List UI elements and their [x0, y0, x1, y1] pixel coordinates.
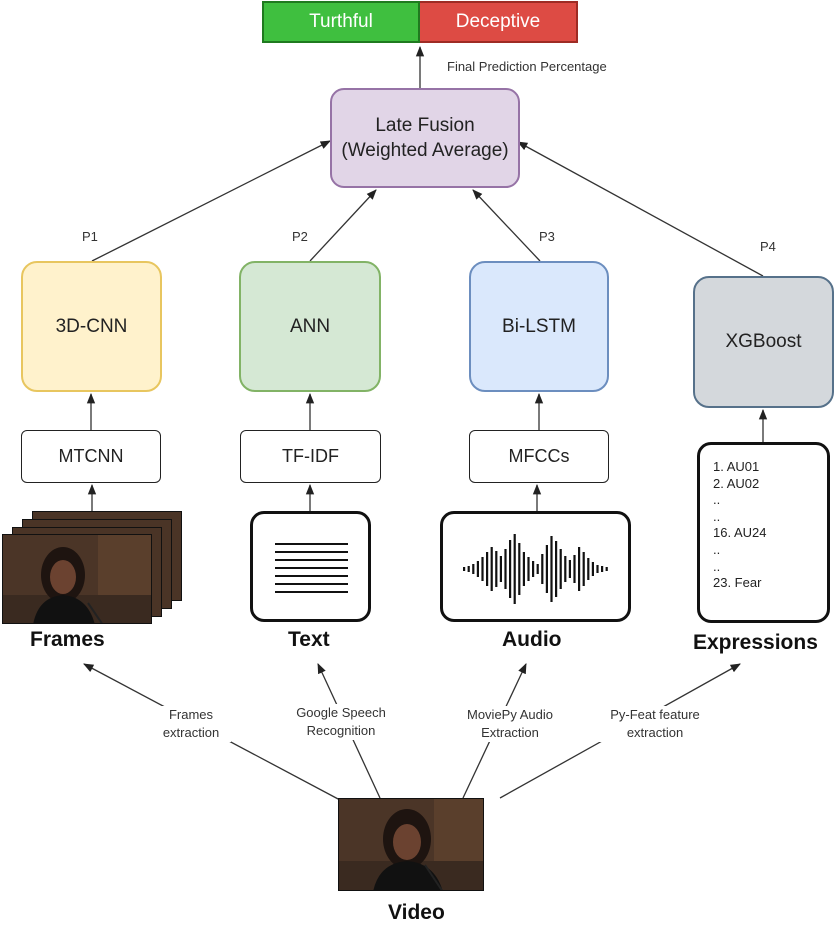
label-frames-extraction: Frames extraction [151, 706, 231, 742]
model-ann: ANN [239, 261, 381, 392]
text-document-box [250, 511, 371, 622]
feature-mfcc: MFCCs [469, 430, 609, 483]
waveform-bar [467, 566, 470, 572]
label-line: Frames [168, 707, 214, 722]
waveform-bar [522, 552, 525, 586]
waveform-bar [495, 551, 498, 587]
frames-stack [0, 509, 185, 625]
feature-tfidf: TF-IDF [240, 430, 381, 483]
waveform-bar [518, 543, 521, 595]
label-line: extraction [626, 725, 684, 740]
waveform-bar [486, 552, 489, 586]
label-audio-extraction: MoviePy Audio Extraction [455, 706, 565, 742]
audio-waveform-box [440, 511, 631, 622]
arrow-p1-to-fusion [91, 140, 331, 262]
expression-item: 1. AU01 [713, 459, 760, 474]
waveform-bar [582, 552, 585, 586]
label-line: Google Speech [296, 705, 386, 720]
waveform-bar [596, 565, 599, 573]
caption-expressions: Expressions [693, 631, 818, 654]
model-xgboost: XGBoost [693, 276, 834, 408]
waveform-bar [578, 547, 581, 591]
video-thumbnail [338, 798, 484, 891]
label-line: Py-Feat feature [610, 707, 700, 722]
prediction-label-p4: P4 [760, 239, 776, 254]
waveform-bar [472, 564, 475, 574]
label-pyfeat-extraction: Py-Feat feature extraction [596, 706, 714, 742]
waveform-bar [550, 536, 553, 602]
arrow-p4-to-fusion [517, 141, 764, 277]
caption-video: Video [388, 901, 445, 924]
waveform-bar [541, 554, 544, 584]
waveform-icon [463, 534, 608, 604]
waveform-bar [555, 541, 558, 597]
waveform-bar [591, 562, 594, 576]
expressions-list-box: 1. AU01 2. AU02 .. .. 16. AU24 .. .. 23.… [697, 442, 830, 623]
model-bilstm: Bi-LSTM [469, 261, 609, 392]
prediction-label-p3: P3 [539, 229, 555, 244]
fusion-title: Late Fusion [375, 115, 475, 136]
caption-text: Text [288, 628, 330, 651]
final-prediction-label: Final Prediction Percentage [447, 59, 607, 74]
waveform-bar [463, 567, 466, 571]
waveform-bar [559, 549, 562, 589]
person-photo-icon [339, 799, 483, 890]
arrow-p3-to-fusion [472, 189, 541, 262]
expression-item: .. [713, 541, 721, 557]
label-speech-recognition: Google Speech Recognition [283, 704, 399, 740]
waveform-bar [573, 555, 576, 583]
waveform-bar [605, 567, 608, 571]
waveform-bar [601, 566, 604, 572]
expression-item: .. [713, 508, 721, 524]
expression-item: 16. AU24 [713, 525, 767, 541]
waveform-bar [536, 564, 539, 574]
caption-audio: Audio [502, 628, 562, 651]
label-line: extraction [162, 725, 220, 740]
expression-item: 23. Fear [713, 575, 762, 591]
frame-image-front [2, 534, 152, 624]
feature-mtcnn: MTCNN [21, 430, 161, 483]
caption-frames: Frames [30, 628, 105, 651]
label-line: Extraction [481, 725, 539, 740]
waveform-bar [532, 561, 535, 577]
truthful-output: Turthful [262, 1, 420, 43]
waveform-bar [568, 560, 571, 578]
waveform-bar [476, 561, 479, 577]
waveform-bar [513, 534, 516, 604]
waveform-bar [481, 557, 484, 581]
waveform-bar [564, 556, 567, 582]
waveform-bar [509, 540, 512, 598]
waveform-bar [587, 558, 590, 580]
waveform-bar [527, 557, 530, 581]
arrow-p2-to-fusion [309, 189, 377, 262]
waveform-bar [490, 547, 493, 591]
label-line: Recognition [306, 723, 376, 738]
document-lines-icon [275, 543, 348, 593]
prediction-label-p2: P2 [292, 229, 308, 244]
expression-item: .. [713, 558, 721, 574]
expression-item: .. [713, 492, 721, 508]
waveform-bar [545, 545, 548, 593]
model-3dcnn: 3D-CNN [21, 261, 162, 392]
expression-item: 2. AU02 [713, 475, 760, 491]
waveform-bar [499, 556, 502, 582]
waveform-bar [504, 549, 507, 589]
person-photo-icon [3, 535, 151, 623]
deceptive-output: Deceptive [420, 1, 578, 43]
prediction-label-p1: P1 [82, 229, 98, 244]
fusion-subtitle: (Weighted Average) [341, 140, 509, 161]
label-line: MoviePy Audio [467, 707, 553, 722]
late-fusion-node: Late Fusion (Weighted Average) [330, 88, 520, 188]
